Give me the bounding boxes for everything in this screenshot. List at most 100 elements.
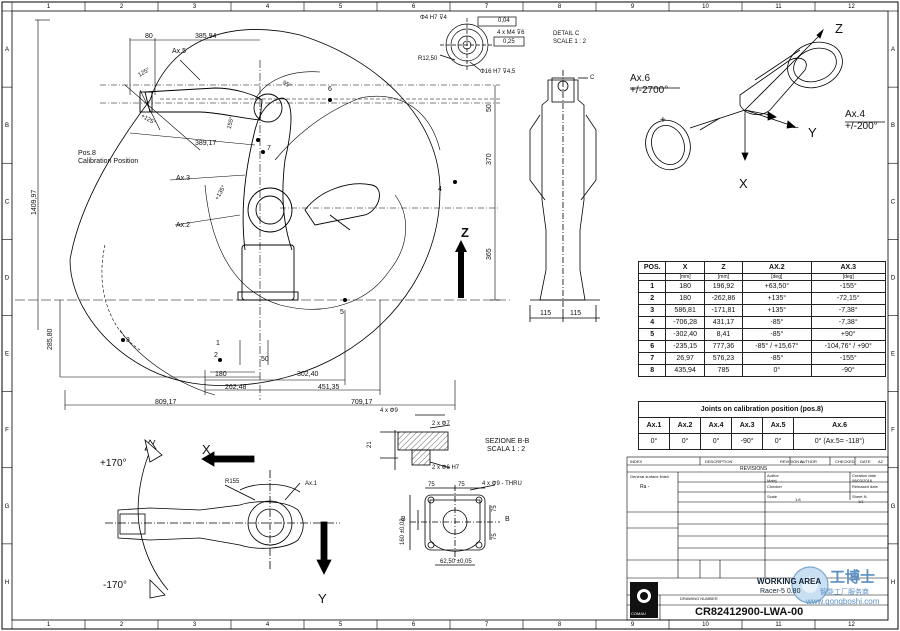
sectionbb-dim-2: 2 x Φ7 [432,421,450,427]
position-table-cell: 431,17 [703,316,744,329]
grid-col-label: 8 [558,4,562,10]
grid-row-label: H [891,580,895,586]
position-table-unit-cell: [mm] [665,273,705,281]
dim-302-40: 302,40 [297,371,319,378]
revision-header-cell: DESCRIPTION [705,459,733,464]
position-table-cell: 586,81 [665,304,705,317]
dim-1409-97: 1409,97 [31,189,38,215]
point-3: 3 [126,337,130,344]
grid-row-label: B [891,123,895,129]
revision-header-cell: INDEX [630,459,643,464]
position-table-cell: +135° [742,292,812,305]
grid-row-label: C [891,199,896,205]
dim-180: 180 [215,371,227,378]
top-label-y: Y [318,591,327,606]
calibration-table-header-cell: Ax.6 [793,417,886,434]
revision-header-cell: AUTHOR [800,459,817,464]
top-label-x: X [202,442,211,457]
detail-c-flange [439,16,525,72]
dim-50b: 50 [261,356,269,363]
grid-col-label: 2 [120,622,124,628]
label-ax6-range: +/-2700° [630,85,669,96]
label-plus-left: + [660,115,666,126]
scale-value: 1:8 [795,497,801,502]
calibration-table-cell: 0° [762,433,795,450]
surface-ra: Ra - [640,484,650,490]
position-table-cell: 6 [637,340,667,353]
gongboshi-logo [791,566,829,604]
grid-col-label: 3 [193,4,197,10]
position-table-cell: +90° [810,328,887,341]
drawing-number-label: DRAWING NUMBER [680,596,718,601]
envelope-inner [204,184,406,310]
position-table-cell: -85° / +15,67° [742,340,812,353]
grid-row-label: B [5,123,9,129]
front-view [529,70,600,322]
label-ax4: Ax.4 [845,109,866,120]
label-minus170: -170° [103,580,128,591]
base-section-b2: B [505,516,510,523]
grid-col-label: 7 [485,622,489,628]
grid-col-label: 1 [47,4,51,10]
calibration-table-header-cell: Ax.2 [669,417,702,434]
gongboshi-slogan: 智能工厂服务商 [820,589,869,596]
general-finish-label: General surface finish [630,474,669,479]
label-ax3: Ax.3 [176,175,191,182]
position-table-cell: 2 [637,292,667,305]
label-z: Z [461,225,469,240]
position-table-cell: -72,15° [810,292,887,305]
base-section-b1: B [401,516,406,523]
position-table-cell: -7,38° [810,316,887,329]
position-table-cell: -706,28 [665,316,705,329]
revision-header-cell: CHECKED [835,459,855,464]
grid-col-label: 12 [848,4,855,10]
top-label-ax1: Ax.1 [305,481,318,487]
position-table-cell: 0° [742,364,812,377]
position-table-cell: 5 [637,328,667,341]
grid-row-label: F [5,428,9,434]
point-1: 1 [216,340,220,347]
position-table-cell: -171,81 [703,304,744,317]
position-table-unit-cell: [mm] [703,273,744,281]
grid-col-label: 7 [485,4,489,10]
grid-row-label: D [891,275,896,281]
iso-axes-view [630,28,885,171]
detailc-dim-6: Φ16 H7 ⊽4,5 [480,69,516,75]
grid-col-label: 8 [558,622,562,628]
detailc-dim-4: 0,25 [503,39,515,45]
calibration-table-cell: 0° [700,433,733,450]
position-table-cell: -90° [810,364,887,377]
author-value: Malej [767,478,777,483]
position-table-unit-cell [637,273,667,281]
iso-label-y: Y [808,125,817,140]
gongboshi-url: www.gongboshi.com [806,597,880,606]
base-dim-75d: 75 [492,533,498,540]
position-table-cell: 576,23 [703,352,744,365]
side-view [15,19,510,410]
dim-809-17: 809,17 [155,399,177,406]
front-dim-115a: 115 [540,310,552,317]
comau-logo [630,582,658,618]
grid-row-label: C [5,199,10,205]
position-table-cell: 180 [665,280,705,293]
position-table-cell: -262,86 [703,292,744,305]
base-view [409,484,500,566]
dim-389-17: 389,17 [195,140,217,147]
grid-col-label: 5 [339,622,343,628]
grid-row-label: D [5,275,10,281]
dim-80: 80 [145,33,153,40]
position-table-cell: -302,40 [665,328,705,341]
sheet-label: Sheet N. [852,494,868,499]
grid-col-label: 6 [412,4,416,10]
position-table-cell: 180 [665,292,705,305]
grid-col-label: 5 [339,4,343,10]
revision-header-cell: DATE [860,459,871,464]
grid-col-label: 6 [412,622,416,628]
detailc-dim-5: R12,50 [418,56,438,62]
